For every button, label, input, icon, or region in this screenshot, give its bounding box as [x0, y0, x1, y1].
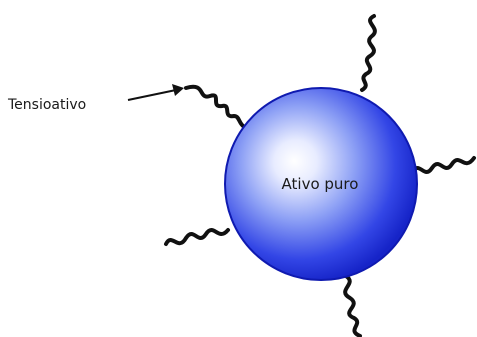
surfactant-arrow	[127, 84, 184, 101]
core-label: Ativo puro	[282, 175, 359, 193]
surfactant-tail-bottom	[343, 274, 362, 337]
surfactant-label: Tensioativo	[7, 97, 86, 113]
surfactant-tail-upper-left	[184, 84, 248, 130]
surfactant-tail-lower-left	[164, 228, 230, 246]
surfactant-tail-right	[410, 156, 476, 174]
arrow-head-icon	[172, 84, 184, 96]
active-core-sphere	[224, 87, 418, 281]
surfactant-tail-top	[360, 14, 377, 92]
